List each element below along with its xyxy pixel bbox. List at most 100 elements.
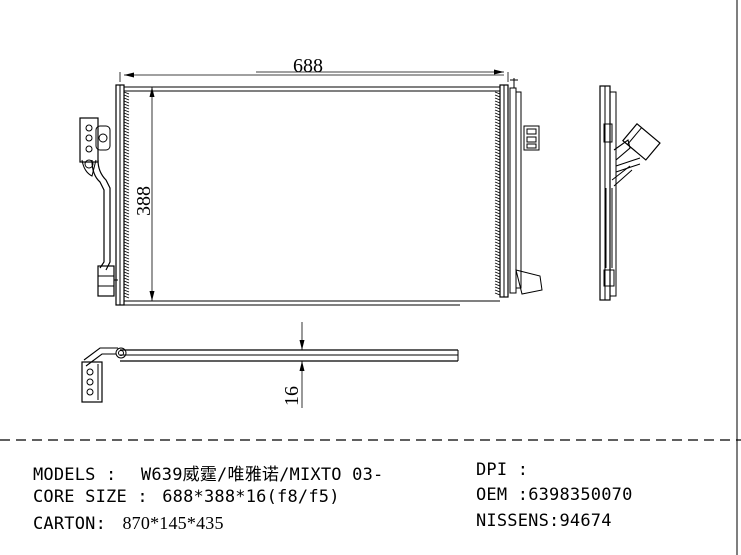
fin-tick <box>123 118 130 122</box>
fin-tick <box>494 109 501 113</box>
fin-tick <box>494 241 501 245</box>
fin-tick <box>494 271 501 275</box>
fin-tick <box>494 169 501 173</box>
fin-tick <box>494 97 501 101</box>
fin-tick <box>494 166 501 170</box>
fin-tick <box>494 196 501 200</box>
fin-tick <box>494 100 501 104</box>
right-fin-hatch <box>494 91 501 296</box>
fin-tick <box>123 142 130 146</box>
nissens-value: 94674 <box>559 511 612 531</box>
fin-tick <box>123 292 130 296</box>
fin-tick <box>123 250 130 254</box>
fin-tick <box>123 220 130 224</box>
dim-thickness-label: 16 <box>281 386 303 406</box>
fin-tick <box>494 238 501 242</box>
dpi-label: DPI : <box>476 460 529 480</box>
core-size-label: CORE SIZE : <box>33 487 148 507</box>
left-fin-hatch <box>123 91 130 299</box>
fin-tick <box>123 295 130 299</box>
fin-tick <box>123 151 130 155</box>
width-dimension <box>119 69 509 82</box>
fin-tick <box>123 166 130 170</box>
fin-tick <box>494 136 501 140</box>
fin-tick <box>123 145 130 149</box>
fin-tick <box>123 94 130 98</box>
fin-tick <box>494 268 501 272</box>
fin-tick <box>494 91 501 95</box>
fin-tick <box>123 169 130 173</box>
fin-tick <box>123 109 130 113</box>
fin-tick <box>123 157 130 161</box>
fin-tick <box>123 277 130 281</box>
dpi-row: DPI : <box>476 460 528 480</box>
fin-tick <box>123 217 130 221</box>
fin-tick <box>494 220 501 224</box>
fin-tick <box>494 115 501 119</box>
fin-tick <box>494 139 501 143</box>
fin-tick <box>123 274 130 278</box>
fin-tick <box>494 214 501 218</box>
fin-tick <box>123 268 130 272</box>
fin-tick <box>123 196 130 200</box>
fin-tick <box>494 154 501 158</box>
fin-tick <box>123 253 130 257</box>
fin-tick <box>494 130 501 134</box>
fin-tick <box>494 262 501 266</box>
fin-tick <box>494 118 501 122</box>
fin-tick <box>494 283 501 287</box>
fin-tick <box>123 112 130 116</box>
fin-tick <box>123 235 130 239</box>
fin-tick <box>494 172 501 176</box>
fin-tick <box>494 157 501 161</box>
models-value: W639威霆/唯雅诺/MIXTO 03- <box>140 465 384 485</box>
fin-tick <box>123 238 130 242</box>
fin-tick <box>123 121 130 125</box>
fin-tick <box>123 286 130 290</box>
dim-height-label: 388 <box>133 186 155 216</box>
fin-tick <box>123 130 130 134</box>
fin-tick <box>494 211 501 215</box>
fin-tick <box>123 214 130 218</box>
models-label: MODELS : <box>33 465 117 485</box>
fin-tick <box>123 127 130 131</box>
fin-tick <box>123 136 130 140</box>
fin-tick <box>494 274 501 278</box>
fin-tick <box>494 247 501 251</box>
fin-tick <box>494 244 501 248</box>
fin-tick <box>123 199 130 203</box>
fin-tick <box>123 208 130 212</box>
bottom-view <box>81 347 459 403</box>
fin-tick <box>494 178 501 182</box>
fin-tick <box>123 241 130 245</box>
fin-tick <box>494 145 501 149</box>
fin-tick <box>123 103 130 107</box>
oem-value: 6398350070 <box>528 485 633 505</box>
oem-row: OEM :6398350070 <box>476 485 633 505</box>
fin-tick <box>123 229 130 233</box>
fin-tick <box>123 97 130 101</box>
carton-value: 870*145*435 <box>122 513 224 533</box>
fin-tick <box>123 289 130 293</box>
fin-tick <box>494 148 501 152</box>
fin-tick <box>123 280 130 284</box>
fin-tick <box>494 292 501 296</box>
fin-tick <box>494 259 501 263</box>
fin-tick <box>494 106 501 110</box>
fin-tick <box>494 217 501 221</box>
nissens-label: NISSENS: <box>476 511 560 531</box>
fin-tick <box>123 139 130 143</box>
fin-tick <box>494 208 501 212</box>
fin-tick <box>494 235 501 239</box>
fin-tick <box>494 151 501 155</box>
oem-label: OEM : <box>476 485 529 505</box>
fin-tick <box>494 229 501 233</box>
side-view <box>599 85 661 301</box>
fin-tick <box>123 160 130 164</box>
fin-tick <box>123 271 130 275</box>
fin-tick <box>123 181 130 185</box>
fin-tick <box>494 199 501 203</box>
fin-tick <box>123 193 130 197</box>
inlet-pipe <box>91 159 105 269</box>
